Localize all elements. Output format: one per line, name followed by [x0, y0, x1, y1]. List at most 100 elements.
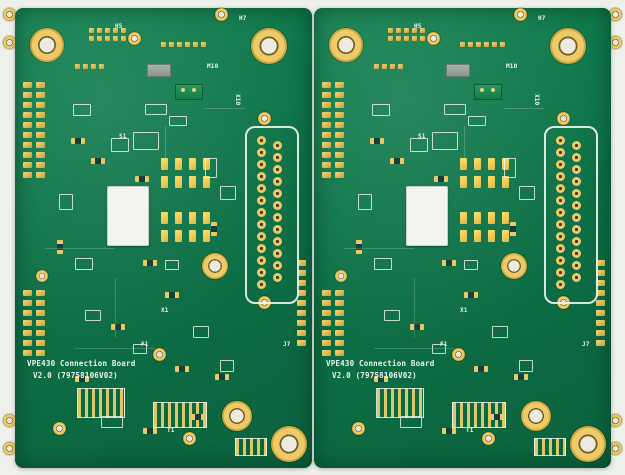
- solder-pad: [572, 261, 581, 270]
- solder-pad: [572, 153, 581, 162]
- solder-pad: [23, 162, 32, 168]
- solder-pad: [36, 122, 45, 128]
- solder-pad: [572, 141, 581, 150]
- component-outline: [165, 260, 179, 270]
- designator-s1: S1: [418, 133, 426, 140]
- solder-pad: [335, 290, 344, 296]
- solder-pad: [273, 201, 282, 210]
- solder-pad: [203, 212, 210, 224]
- solder-pad: [257, 208, 266, 217]
- solder-pad: [36, 142, 45, 148]
- component-outline: [133, 344, 147, 354]
- solder-pad: [474, 176, 481, 188]
- component-outline: [145, 104, 167, 115]
- solder-pad: [335, 152, 344, 158]
- mounting-hole: [202, 253, 228, 279]
- mounting-hole: [550, 28, 586, 64]
- component-outline: [169, 116, 187, 126]
- solder-pad: [23, 132, 32, 138]
- solder-pad: [297, 330, 306, 336]
- smd-pad-grid: [89, 28, 126, 41]
- copper-trace: [344, 248, 414, 249]
- pin-header-pads-lower: [322, 290, 344, 356]
- solder-pad: [374, 64, 379, 69]
- via-ring: [36, 270, 48, 282]
- solder-pad: [257, 256, 266, 265]
- mounting-hole: [521, 401, 551, 431]
- copper-trace: [205, 108, 245, 109]
- designator-j7: J7: [283, 341, 291, 348]
- hatched-pad-area: [452, 402, 506, 428]
- solder-pad: [556, 244, 565, 253]
- solder-pad: [257, 136, 266, 145]
- smd-pad-row: [460, 42, 505, 47]
- passive-component-pads: [442, 428, 456, 434]
- solder-pad: [396, 36, 401, 41]
- solder-pad: [36, 290, 45, 296]
- solder-pad: [189, 230, 196, 242]
- edge-pad-column: [596, 260, 605, 346]
- solder-pad: [335, 102, 344, 108]
- via-ring: [352, 422, 365, 435]
- relay-module: [406, 186, 448, 246]
- solder-pad: [75, 64, 80, 69]
- solder-pad: [297, 310, 306, 316]
- via-ring: [258, 112, 271, 125]
- solder-pad: [596, 270, 605, 276]
- solder-pad: [572, 249, 581, 258]
- copper-trace: [75, 348, 155, 349]
- tab-hole-ring: [3, 442, 16, 455]
- via-ring: [128, 32, 141, 45]
- passive-component-pads: [143, 428, 157, 434]
- solder-pad: [273, 153, 282, 162]
- designator-f1: F1: [141, 341, 149, 348]
- silkscreen-title-line1: VPE430 Connection Board: [326, 359, 435, 368]
- via-ring: [183, 432, 196, 445]
- passive-component-pads: [57, 240, 63, 254]
- solder-pad: [161, 158, 168, 170]
- solder-pad: [23, 300, 32, 306]
- silkscreen-title-line2: V2.0 (79758106V02): [332, 371, 417, 380]
- solder-pad: [257, 172, 266, 181]
- designator-h5: H5: [414, 23, 422, 30]
- solder-pad: [556, 184, 565, 193]
- solder-pad: [488, 230, 495, 242]
- component-outline: [519, 360, 533, 372]
- solder-pad: [175, 212, 182, 224]
- solder-pad: [257, 244, 266, 253]
- solder-pad: [23, 172, 32, 178]
- passive-component-pads: [464, 292, 478, 298]
- solder-pad: [23, 82, 32, 88]
- solder-pad: [322, 122, 331, 128]
- relay-module: [107, 186, 149, 246]
- component-outline: [101, 416, 123, 428]
- hatched-pad-area: [376, 388, 424, 418]
- solder-pad: [322, 300, 331, 306]
- solder-pad: [257, 148, 266, 157]
- solder-pad: [105, 36, 110, 41]
- copper-trace: [464, 126, 465, 166]
- designator-t1: T1: [466, 427, 474, 434]
- solder-pad: [99, 64, 104, 69]
- solder-pad: [572, 273, 581, 282]
- designator-x1: X1: [460, 307, 468, 314]
- component-outline: [432, 344, 446, 354]
- solder-pad: [23, 102, 32, 108]
- passive-component-pads: [374, 376, 388, 382]
- solder-pad: [36, 132, 45, 138]
- solder-pad: [161, 176, 168, 188]
- soic-footprint: [133, 132, 159, 150]
- solder-pad: [185, 42, 190, 47]
- smd-pad-row: [374, 64, 403, 69]
- solder-pad: [335, 310, 344, 316]
- solder-pad: [273, 141, 282, 150]
- passive-component-pads: [191, 414, 205, 420]
- solder-pad: [175, 230, 182, 242]
- solder-pad: [36, 350, 45, 356]
- pin-header-pads-upper: [322, 82, 344, 178]
- solder-pad: [322, 310, 331, 316]
- passive-component-pads: [143, 260, 157, 266]
- copper-trace: [165, 126, 166, 166]
- solder-pad: [121, 28, 126, 33]
